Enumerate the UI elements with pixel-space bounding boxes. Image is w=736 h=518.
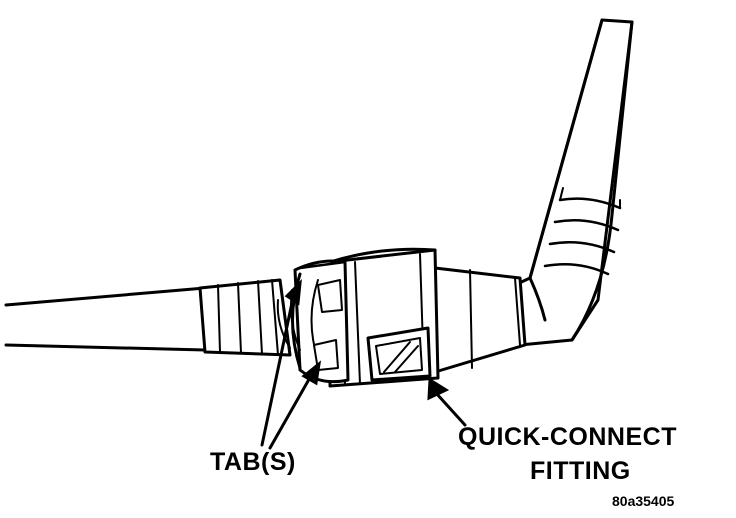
tab-leader-arrows (260, 278, 322, 450)
fitting-label-line1: QUICK-CONNECT (458, 423, 677, 451)
tabs-label: TAB(S) (210, 448, 296, 476)
fitting-housing (328, 247, 440, 388)
fitting-label-line2: FITTING (530, 457, 631, 485)
retainer-ring (276, 259, 350, 384)
fitting-leader-arrow (427, 377, 467, 427)
upper-tab (317, 279, 343, 313)
left-fuel-tube (4, 278, 292, 357)
fitting-rear-body (433, 266, 527, 374)
right-bent-tube (513, 18, 634, 347)
figure-code: 80a35405 (612, 493, 675, 509)
